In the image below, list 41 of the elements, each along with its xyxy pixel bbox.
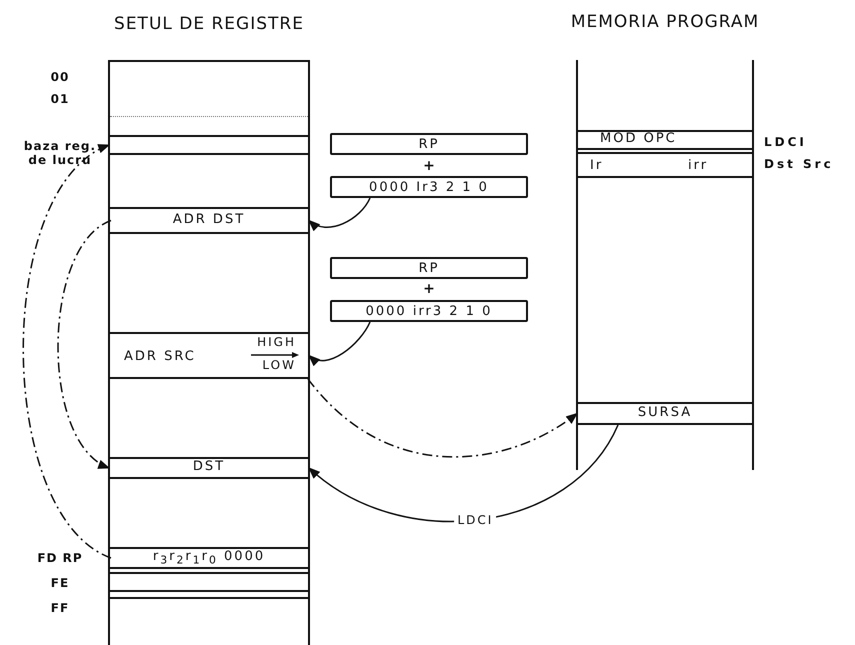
cell-text: ADR DST [172,212,246,226]
arrow [57,220,112,469]
plus-sign: + [423,281,435,297]
address-label: FF [50,601,70,615]
column-heading: SETUL DE REGISTRE [114,14,304,34]
register-box [330,176,528,198]
arrow [308,424,619,522]
column-heading: MEMORIA PROGRAM [570,12,760,32]
memory-cell [110,207,308,234]
arrow [22,144,112,559]
register-box [330,257,528,279]
address-label: 01 [50,92,70,106]
cell-text: irr [688,158,708,173]
address-label: FD RP [36,551,84,565]
cell-text: 0000 irr3 2 1 0 [366,304,492,318]
memory-cell [578,402,752,425]
plus-sign: + [423,158,435,174]
arrow [308,322,371,366]
register-box [330,133,528,155]
register-box [330,300,528,322]
cell-text: RP [418,136,440,152]
arrow [307,378,578,458]
address-label: Dst Src [764,157,834,171]
cell-text: HIGH [257,335,296,349]
memory-cell [110,457,308,479]
cell-text: DST [192,459,226,474]
cell-text: MOD OPC [600,131,677,146]
address-label: baza reg. de lucru [22,139,98,167]
cell-text: r$_{3}$r$_{2}$r$_{1}$r$_{0}$ 0000 [152,549,266,567]
address-label: 00 [50,70,70,84]
cell-text: ADR SRC [124,349,196,364]
cell-text: LOW [262,358,296,372]
address-label: LDCI [764,135,807,149]
arrow [308,198,371,231]
address-label: FE [50,576,70,590]
cell-text: Ir [590,158,604,173]
memory-cell [110,332,308,379]
cell-text: SURSA [638,404,692,420]
cell-text: RP [418,260,440,276]
edge-label: LDCI [454,513,496,528]
cell-text: 0000 Ir3 2 1 0 [369,180,489,194]
